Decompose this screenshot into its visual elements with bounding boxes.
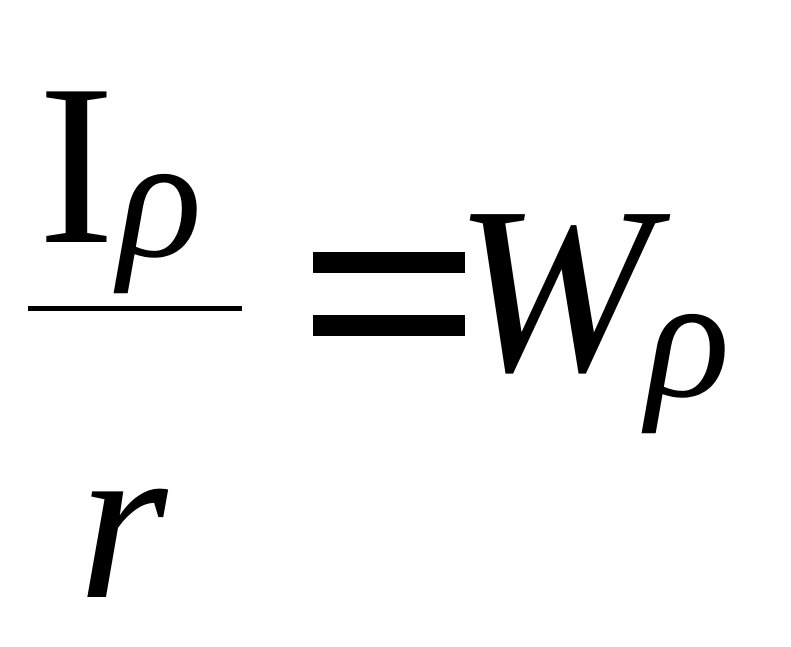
equals-sign-top-bar (313, 252, 465, 273)
numerator-base-symbol: I (38, 37, 115, 292)
numerator-subscript-symbol: ρ (118, 100, 202, 294)
rhs-subscript-symbol: ρ (646, 240, 730, 434)
equals-sign-bottom-bar (313, 315, 465, 336)
rhs-base-symbol: W (454, 159, 653, 422)
denominator-symbol: r (78, 392, 168, 647)
equation: I ρ r W ρ (28, 37, 730, 647)
fraction-bar (28, 306, 242, 311)
